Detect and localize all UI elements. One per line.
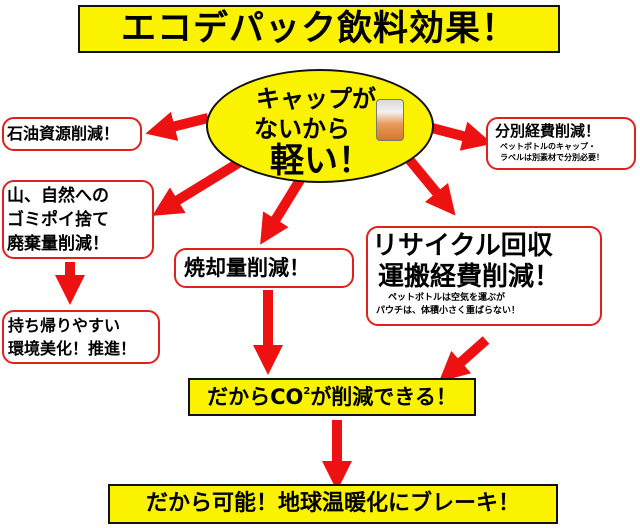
node-litter-line1: 山、自然への: [7, 186, 109, 206]
node-litter: 山、自然への ゴミポイ捨て 廃棄量削減！: [2, 180, 154, 259]
center-line3: 軽い！: [270, 141, 372, 181]
node-sorting-main: 分別経費削減！: [495, 122, 601, 140]
title-text: エコデパック飲料効果！: [120, 9, 517, 49]
arrow-to-oil: [145, 111, 210, 141]
node-sorting: 分別経費削減！ ペットボトルのキャップ・ ラベルは別素材で分別必要！: [486, 117, 636, 170]
center-line1: キャップが: [256, 85, 376, 113]
node-carry-line2: 環境美化！推進！: [8, 339, 137, 358]
co2-suffix: が削減できる！: [310, 385, 457, 409]
center-ellipse: キャップが ないから 軽い！: [206, 69, 434, 183]
node-oil-text: 石油資源削減！: [7, 124, 120, 143]
title-banner: エコデパック飲料効果！: [78, 5, 560, 53]
node-recycle: リサイクル回収 運搬経費削減！ ペットボトルは空気を運ぶが パウチは、体積小さく…: [366, 226, 602, 326]
pouch-package-icon: [376, 99, 404, 141]
node-incinerate: 焼却量削減！: [174, 248, 354, 288]
node-litter-line2: ゴミポイ捨て: [7, 210, 109, 230]
node-incinerate-text: 焼却量削減！: [184, 256, 310, 280]
center-line2: ないから: [254, 115, 350, 143]
arrow-to-incinerate: [260, 177, 305, 245]
node-recycle-note1: ペットボトルは空気を運ぶが: [388, 293, 506, 303]
node-recycle-note2: パウチは、体積小さく重ばらない！: [376, 306, 521, 316]
co2-subscript: 2: [303, 386, 311, 397]
bottom-text: だから可能！地球温暖化にブレーキ！: [145, 491, 520, 516]
arrow-to-sorting: [430, 121, 493, 151]
arrow-to-recycle: [404, 154, 456, 216]
node-sorting-note2: ラベルは別素材で分別必要！: [500, 153, 604, 162]
node-carry-line1: 持ち帰りやすい: [8, 316, 121, 335]
node-recycle-line2: 運搬経費削減！: [378, 262, 561, 292]
node-carry: 持ち帰りやすい 環境美化！推進！: [2, 310, 160, 364]
node-oil: 石油資源削減！: [2, 117, 142, 151]
bottom-banner: だから可能！地球温暖化にブレーキ！: [108, 484, 558, 524]
co2-banner: だからCO2が削減できる！: [188, 378, 476, 416]
node-sorting-note1: ペットボトルのキャップ・: [500, 142, 596, 151]
arrow-to-litter: [152, 157, 243, 216]
co2-prefix: だからCO: [207, 385, 304, 409]
node-litter-line3: 廃棄量削減！: [7, 234, 109, 254]
arrow-recycle-to-co2: [438, 336, 490, 382]
node-recycle-line1: リサイクル回収: [372, 231, 553, 261]
